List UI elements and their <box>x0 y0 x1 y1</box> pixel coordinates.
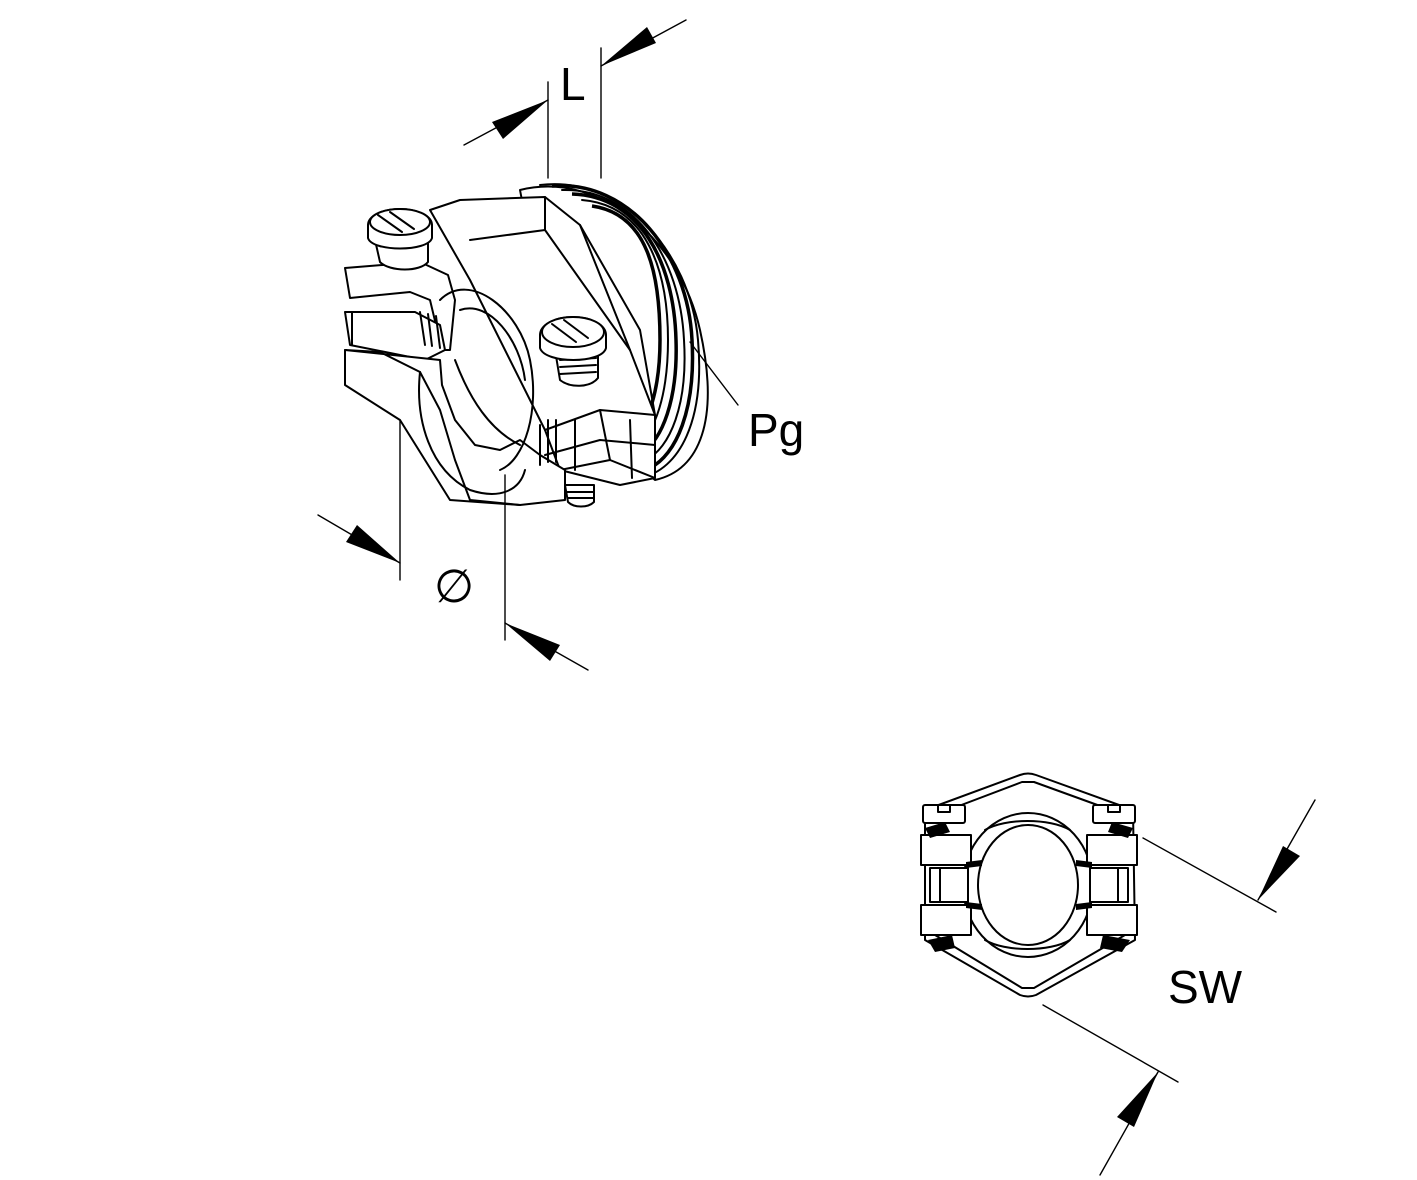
bottom-screw-tip <box>564 484 595 508</box>
upper-screw <box>367 208 433 271</box>
clamp-saddle <box>344 261 566 506</box>
arrowhead-top <box>1258 846 1300 900</box>
dimension-diameter: ∅ <box>317 419 589 671</box>
arrowhead-upper <box>346 525 400 563</box>
dimension-thread: Pg <box>689 341 804 456</box>
length-label: L <box>560 58 586 110</box>
arrowhead-right <box>601 27 656 66</box>
wrench-size-label: SW <box>1168 961 1243 1013</box>
dimension-wrench-size: SW <box>1042 799 1316 1176</box>
cable-gland-front-view <box>920 772 1138 998</box>
cable-gland-perspective-view <box>344 183 709 508</box>
thread-label: Pg <box>748 404 804 456</box>
right-screw <box>539 316 607 387</box>
arrowhead-left <box>492 100 548 139</box>
dimension-length: L <box>463 19 687 179</box>
diameter-label: ∅ <box>434 560 474 612</box>
arrowhead-bottom <box>1117 1072 1158 1127</box>
arrowhead-lower <box>505 623 560 661</box>
